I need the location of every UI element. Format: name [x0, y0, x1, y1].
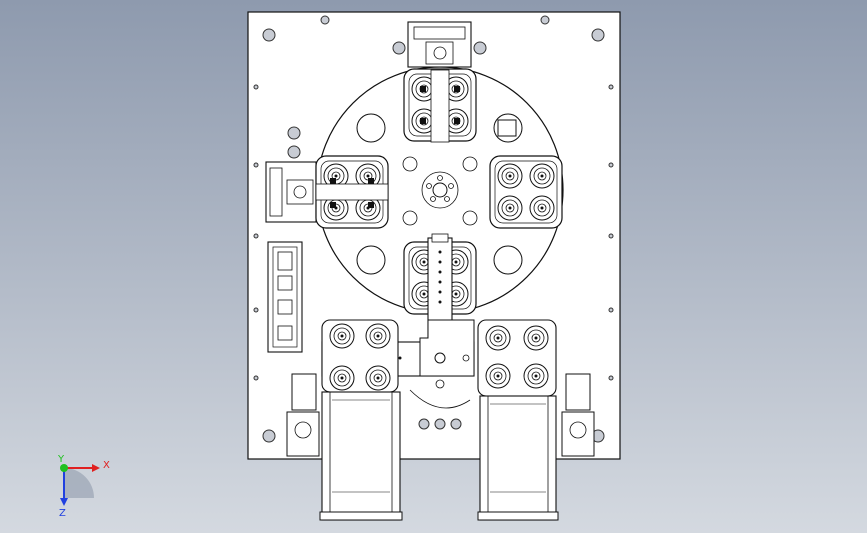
station-top[interactable] [404, 21, 476, 143]
rotary-table[interactable] [316, 66, 564, 314]
station-right[interactable] [490, 156, 562, 228]
control-panel[interactable] [267, 241, 303, 353]
mounting-holes [253, 15, 614, 443]
y-axis-label: Y [57, 454, 65, 465]
x-axis-label: X [103, 460, 110, 471]
conveyor-right[interactable] [477, 319, 595, 521]
conveyor-left[interactable] [286, 319, 403, 521]
y-axis-dot [60, 464, 68, 472]
z-axis-label: Z [59, 508, 66, 519]
station-left[interactable] [265, 156, 388, 228]
coordinate-triad[interactable]: X Y Z [57, 454, 110, 519]
